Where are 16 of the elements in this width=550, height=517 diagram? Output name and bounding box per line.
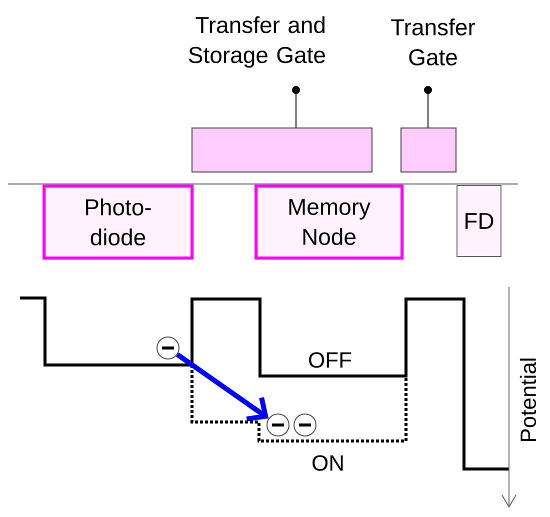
gate-label: Transfer Gate (391, 18, 475, 66)
state-label: ON (312, 455, 343, 471)
gate-pin (292, 86, 300, 128)
gate-label: Transfer and Storage Gate (188, 16, 325, 68)
photodiode-box: Photo- diode (42, 184, 194, 260)
memory-node-box: Memory Node (254, 184, 404, 260)
gate-electrode (400, 128, 456, 172)
axis-label: Potential (520, 358, 536, 441)
diffusion-box: FD (456, 185, 502, 257)
electron (294, 414, 316, 436)
gate-pin (424, 86, 432, 128)
electron (266, 414, 290, 436)
state-label: OFF (309, 352, 352, 368)
electron (156, 336, 180, 360)
gate-electrode (192, 128, 372, 172)
arrow (176, 352, 269, 422)
